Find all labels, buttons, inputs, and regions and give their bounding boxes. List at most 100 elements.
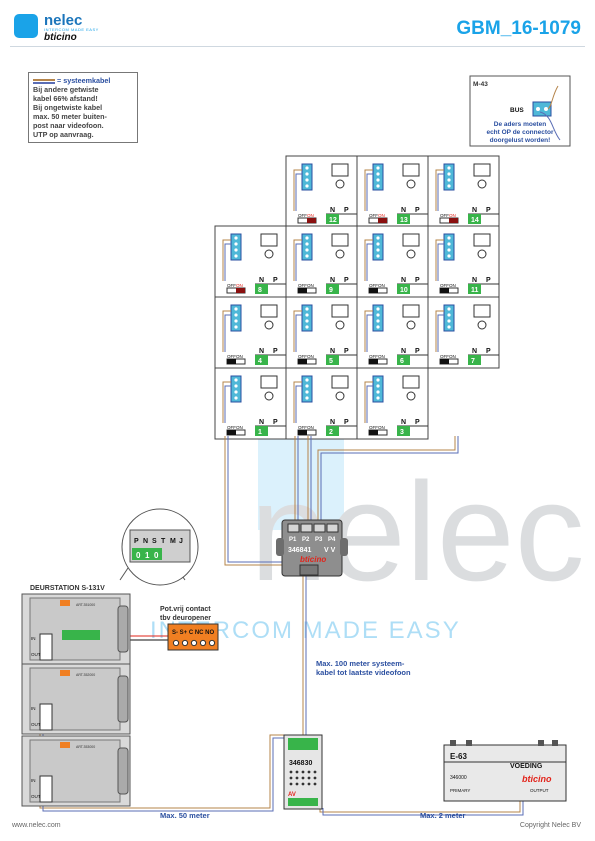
monitor-button-icon xyxy=(264,391,274,401)
door-module-connector xyxy=(39,633,53,661)
adapter-dot xyxy=(295,776,299,780)
terminal-screw xyxy=(376,242,380,246)
terminal-screw xyxy=(305,313,309,317)
door-in-label: IN xyxy=(31,636,36,641)
terminal-screw xyxy=(305,178,309,182)
logo-name: nelec xyxy=(44,12,83,29)
adapter-dot xyxy=(301,770,305,774)
n-label: N xyxy=(259,277,264,284)
cable-loop xyxy=(437,314,444,352)
monitor-screen-icon xyxy=(473,163,491,177)
p-label: P xyxy=(415,207,420,214)
monitor-screen-icon xyxy=(260,304,278,318)
n-label: N xyxy=(259,419,264,426)
terminal-screw xyxy=(305,172,309,176)
off-label: OFF xyxy=(298,425,307,430)
cable-loop xyxy=(366,243,373,281)
bus-box-m43: M-43 BUS De aders moeten echt OP de conn… xyxy=(469,75,571,147)
relay-screw xyxy=(199,639,207,647)
off-label: OFF xyxy=(440,213,449,218)
cable-label-max2: Max. 2 meter xyxy=(420,811,466,820)
header-divider xyxy=(10,46,585,47)
terminal-screw xyxy=(376,248,380,252)
relay-caption-2: tbv deuropener xyxy=(160,615,211,622)
terminal-screw xyxy=(376,396,380,400)
relay-caption-1: Pot.vrij contact xyxy=(160,606,211,613)
dip-label: P xyxy=(134,538,139,545)
legend-line-4: Bij ongetwiste kabel xyxy=(33,103,103,112)
terminal-screw xyxy=(447,319,451,323)
terminal-screw xyxy=(234,242,238,246)
cable-loop xyxy=(437,173,444,211)
distributor-vv: V V xyxy=(324,547,336,554)
legend-line-1: = systeemkabel xyxy=(57,76,111,85)
relay-screw xyxy=(181,639,189,647)
monitor-number: 8 xyxy=(258,287,262,294)
cable-loop xyxy=(222,239,231,281)
switch-knob xyxy=(378,218,387,223)
terminal-screw xyxy=(234,248,238,252)
monitor-button-icon xyxy=(477,249,487,259)
power-supply-primary: PRIMARY xyxy=(450,788,470,793)
monitor-number: 3 xyxy=(400,429,404,436)
distributor-screw xyxy=(300,523,313,533)
distributor-screw xyxy=(313,523,326,533)
on-label: ON xyxy=(307,283,314,288)
address-green xyxy=(326,214,339,224)
terminal-block xyxy=(443,233,455,261)
terminal-screw xyxy=(234,313,238,317)
n-label: N xyxy=(472,207,477,214)
relay-screw xyxy=(190,639,198,647)
monitor-button-icon xyxy=(406,391,416,401)
off-label: OFF xyxy=(369,425,378,430)
monitor-button-icon xyxy=(335,320,345,330)
door-module-hinge xyxy=(117,605,129,653)
on-label: ON xyxy=(236,283,243,288)
terminal-screw xyxy=(234,384,238,388)
terminal-screw xyxy=(305,236,309,240)
terminal-screw xyxy=(447,307,451,311)
address-green xyxy=(468,355,481,365)
terminal-screw xyxy=(234,396,238,400)
bus-note-2: echt OP de connector xyxy=(486,129,554,136)
door-module-art: ART.353000 xyxy=(76,745,95,749)
adapter-dot xyxy=(307,770,311,774)
address-green xyxy=(255,355,268,365)
switch-knob xyxy=(440,359,449,364)
legend-line-5: max. 50 meter buiten- xyxy=(33,112,107,121)
terminal-screw xyxy=(234,325,238,329)
terminal-block xyxy=(230,304,242,332)
p-label: P xyxy=(486,207,491,214)
terminal-block xyxy=(372,233,384,261)
monitor-button-icon xyxy=(477,320,487,330)
terminal-screw xyxy=(305,242,309,246)
monitor-number: 9 xyxy=(329,287,333,294)
terminal-screw xyxy=(234,236,238,240)
terminal-screw xyxy=(376,254,380,258)
address-green xyxy=(326,426,339,436)
monitor-button-icon xyxy=(406,249,416,259)
cable-loop xyxy=(364,310,373,352)
monitor-number: 4 xyxy=(258,358,262,365)
power-adapter-code: 346830 xyxy=(289,760,312,767)
address-green xyxy=(255,284,268,294)
distributor-port-label: P3 xyxy=(315,537,323,543)
dip-value: 1 xyxy=(145,551,150,560)
terminal-screw xyxy=(305,384,309,388)
nelec-logo-icon xyxy=(14,14,38,38)
cable-loop xyxy=(435,169,444,211)
monitor-screen-icon xyxy=(331,375,349,389)
off-label: OFF xyxy=(298,213,307,218)
monitor-number: 2 xyxy=(329,429,333,436)
monitor-button-icon xyxy=(477,179,487,189)
address-green xyxy=(326,355,339,365)
